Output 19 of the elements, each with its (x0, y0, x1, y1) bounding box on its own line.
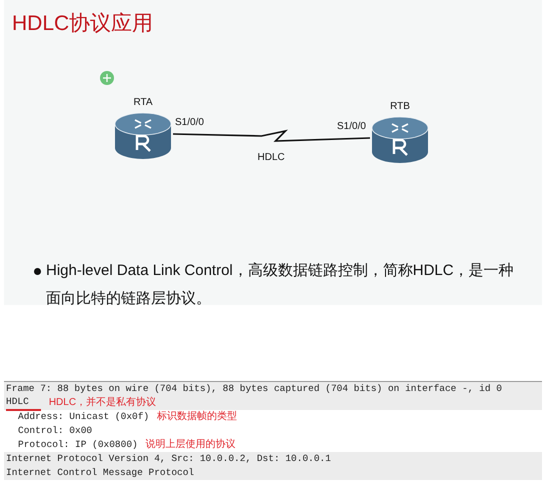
router-name: RTB (390, 100, 410, 114)
interface-label: S1/0/0 (337, 120, 366, 134)
packet-field: Internet Control Message Protocol (6, 466, 194, 480)
router-name: RTA (133, 96, 153, 110)
packet-field: Protocol: IP (0x0800) (18, 438, 138, 452)
packet-field: Internet Protocol Version 4, Src: 10.0.0.2, Dst: 10.0.0.1 (6, 452, 331, 466)
annotation-text: 说明上层使用的协议 (146, 439, 236, 451)
slide-title: HDLC协议应用 (12, 11, 154, 37)
bullet-text: High-level Data Link Control，高级数据链路控制，简称HDLC，是一种面向比特的链路层协议。 (46, 261, 515, 309)
edge-label: HDLC (258, 151, 285, 165)
packet-field: Address: Unicast (0x0f) (18, 410, 150, 424)
serial-link (172, 130, 370, 142)
router (113, 96, 173, 162)
interface-label: S1/0/0 (175, 116, 204, 130)
annotation-text: 标识数据帧的类型 (157, 411, 238, 423)
annotation-text: HDLC，并不是私有协议 (48, 397, 156, 409)
packet-field: Control: 0x00 (18, 424, 92, 438)
packet-field: Frame 7: 88 bytes on wire (704 bits), 88 bytes captured (704 bits) on interface -, id 0 (6, 382, 502, 396)
router (370, 100, 430, 166)
